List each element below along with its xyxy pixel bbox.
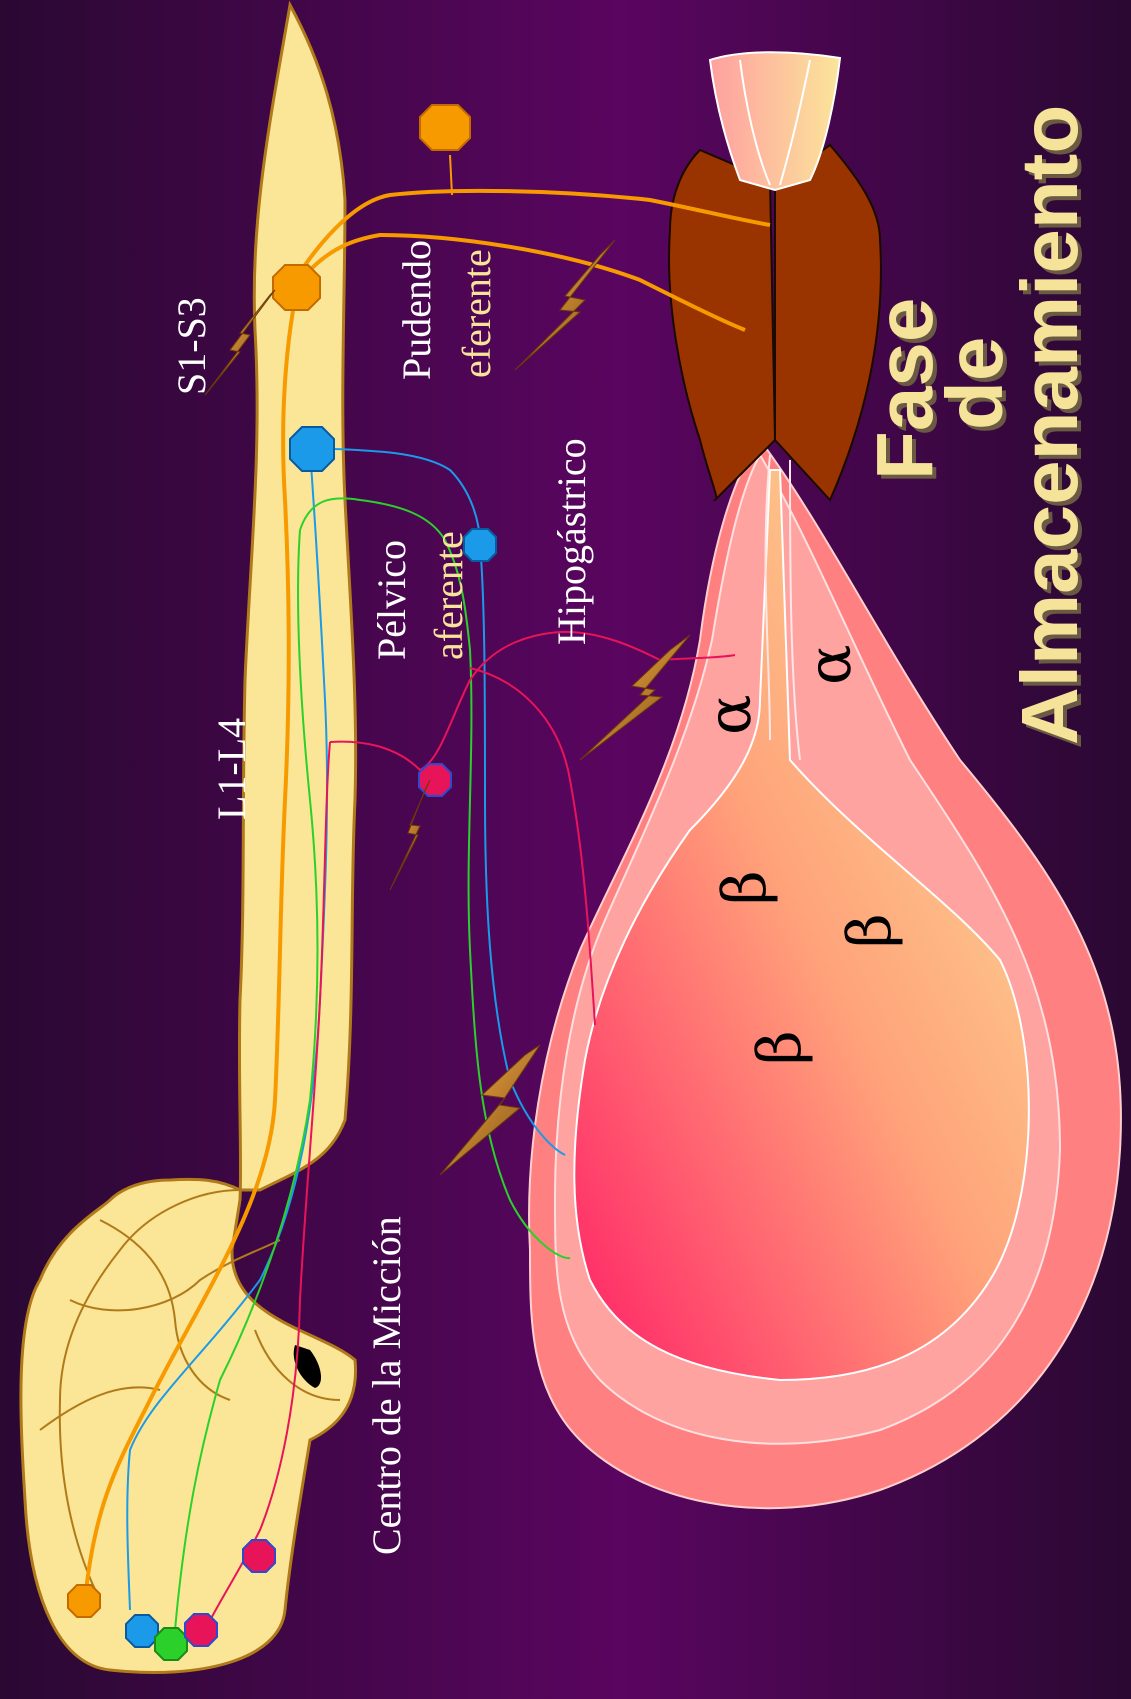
receptor-alpha: α — [795, 644, 865, 685]
title-line-3: Almacenamiento — [1005, 105, 1094, 745]
pudendal-node-top — [420, 105, 470, 150]
label-pudendo: Pudendo — [394, 240, 439, 380]
brain-node-blue — [126, 1615, 158, 1647]
pelvic-node-ganglion — [419, 764, 451, 796]
receptor-alpha: α — [695, 694, 765, 735]
hypogastric-node-cord — [290, 427, 334, 471]
label-s1-s3: S1-S3 — [169, 297, 214, 395]
brain-node-pink-upper — [243, 1540, 275, 1572]
brain-node-orange — [68, 1585, 100, 1617]
label-hipogastrico: Hipogástrico — [549, 438, 594, 645]
label-pelvico: Pélvico — [369, 540, 414, 660]
brain-node-green — [155, 1628, 187, 1660]
pudendal-node-cord — [273, 265, 320, 310]
brain-node-pink — [185, 1614, 217, 1646]
label-centro-miccion: Centro de la Micción — [364, 1216, 409, 1555]
receptor-beta: β — [835, 913, 905, 948]
receptor-beta: β — [710, 870, 780, 905]
label-aferente: aferente — [426, 531, 471, 660]
receptor-beta: β — [745, 1030, 815, 1065]
label-eferente: eferente — [454, 249, 499, 378]
label-l1-l4: L1-L4 — [209, 718, 254, 820]
